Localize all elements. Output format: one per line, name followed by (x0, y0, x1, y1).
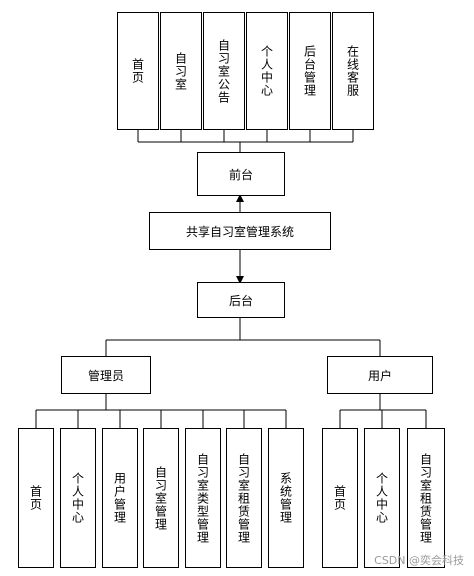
admin-item-home: 首页 (18, 428, 54, 568)
frontend-item-announcement: 自习室公告 (203, 12, 245, 130)
frontend-item-online-service: 在线客服 (332, 12, 374, 130)
system-node: 共享自习室管理系统 (149, 212, 331, 250)
frontend-item-study-room: 自习室 (160, 12, 202, 130)
frontend-item-home: 首页 (117, 12, 159, 130)
admin-item-personal-center: 个人中心 (60, 428, 96, 568)
admin-item-room-management: 自习室管理 (143, 428, 179, 568)
user-item-room-rental-management: 自习室租赁管理 (407, 428, 445, 568)
admin-node: 管理员 (61, 356, 151, 394)
admin-item-room-rental-management: 自习室租赁管理 (226, 428, 262, 568)
frontend-item-personal-center: 个人中心 (246, 12, 288, 130)
user-item-personal-center: 个人中心 (364, 428, 400, 568)
backend-node: 后台 (197, 282, 285, 318)
user-node: 用户 (327, 356, 433, 394)
frontend-item-backend-management: 后台管理 (289, 12, 331, 130)
frontend-node: 前台 (197, 152, 285, 196)
admin-item-system-management: 系统管理 (268, 428, 304, 568)
admin-item-room-type-management: 自习室类型管理 (185, 428, 221, 568)
admin-item-user-management: 用户管理 (102, 428, 138, 568)
user-item-home: 首页 (322, 428, 358, 568)
watermark: CSDN @奕会科技 (374, 554, 464, 567)
